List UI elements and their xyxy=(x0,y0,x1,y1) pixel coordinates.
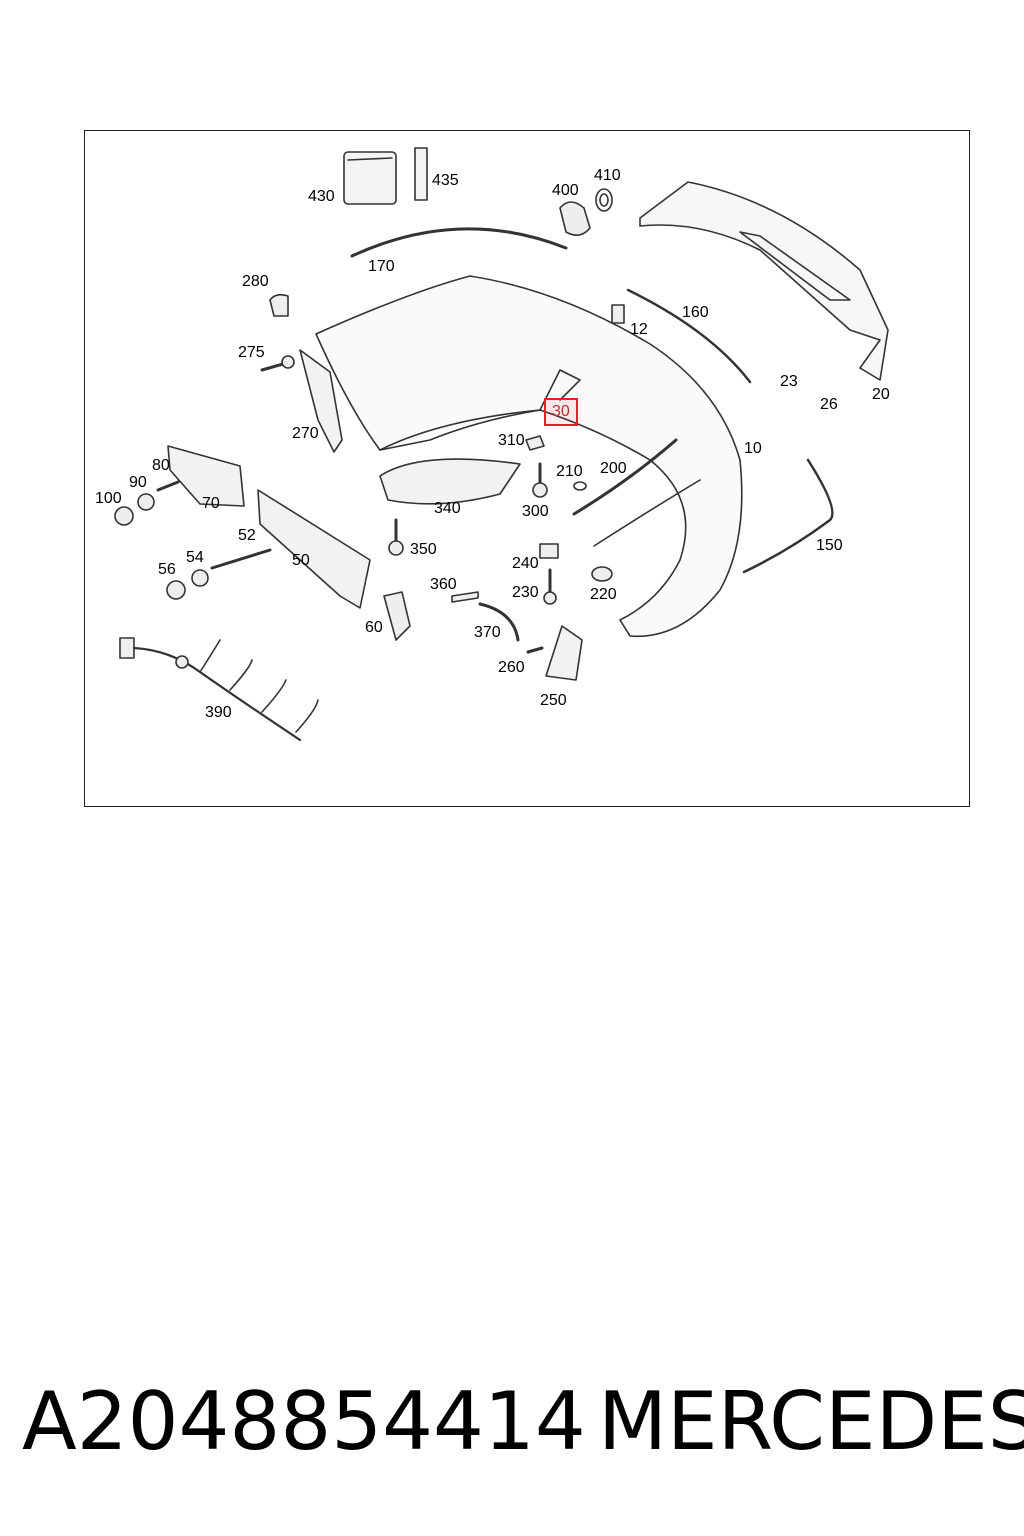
part-90-washer xyxy=(137,493,155,511)
part-270-bracket xyxy=(299,349,343,453)
part-56-nut xyxy=(166,580,186,600)
callout-400: 400 xyxy=(552,182,579,199)
callout-80: 80 xyxy=(152,457,170,474)
highlighted-callout-label: 30 xyxy=(552,403,570,420)
part-280-clip xyxy=(269,293,289,317)
callout-390: 390 xyxy=(205,704,232,721)
callout-52: 52 xyxy=(238,527,256,544)
callout-20: 20 xyxy=(872,386,890,403)
callout-280: 280 xyxy=(242,273,269,290)
callout-26: 26 xyxy=(820,396,838,413)
callout-160: 160 xyxy=(682,304,709,321)
part-160-trim xyxy=(626,288,752,384)
part-10-bumper-cover xyxy=(315,275,743,638)
part-50-impact-bar xyxy=(257,489,371,609)
part-number: A2048854414 xyxy=(22,1375,586,1468)
callout-275: 275 xyxy=(238,344,265,361)
part-70-bracket xyxy=(167,445,245,507)
callout-23: 23 xyxy=(780,373,798,390)
part-200-strip xyxy=(572,438,678,516)
part-435-bracket xyxy=(414,147,428,201)
callout-270: 270 xyxy=(292,425,319,442)
callout-360: 360 xyxy=(430,576,457,593)
part-240-clip xyxy=(539,543,559,559)
highlighted-callout-30[interactable]: 30 xyxy=(544,398,578,426)
callout-200: 200 xyxy=(600,460,627,477)
part-170-trim-strip xyxy=(350,227,568,258)
part-340-undertray xyxy=(379,458,521,505)
part-12-clip xyxy=(611,304,625,324)
callout-100: 100 xyxy=(95,490,122,507)
callout-56: 56 xyxy=(158,561,176,578)
part-430-control-unit xyxy=(343,151,397,205)
part-60-bracket xyxy=(383,591,411,641)
part-100-nut xyxy=(114,506,134,526)
callout-12: 12 xyxy=(630,321,648,338)
diagram-frame xyxy=(84,130,970,807)
part-20-diffuser xyxy=(639,181,889,381)
part-390-wiring-harness xyxy=(119,637,319,742)
callout-240: 240 xyxy=(512,555,539,572)
part-220-grommet xyxy=(591,566,613,582)
callout-90: 90 xyxy=(129,474,147,491)
part-210-washer xyxy=(573,481,587,491)
callout-54: 54 xyxy=(186,549,204,566)
part-250-flap xyxy=(545,625,583,681)
callout-300: 300 xyxy=(522,503,549,520)
callout-230: 230 xyxy=(512,584,539,601)
callout-370: 370 xyxy=(474,624,501,641)
part-360-pad xyxy=(451,591,479,603)
callout-10: 10 xyxy=(744,440,762,457)
callout-340: 340 xyxy=(434,500,461,517)
part-80-stud xyxy=(156,480,180,492)
callout-430: 430 xyxy=(308,188,335,205)
callout-170: 170 xyxy=(368,258,395,275)
callout-310: 310 xyxy=(498,432,525,449)
part-52-bolt xyxy=(210,548,272,570)
brand-name: MERCEDES xyxy=(598,1375,1024,1468)
callout-220: 220 xyxy=(590,586,617,603)
callout-250: 250 xyxy=(540,692,567,709)
callout-150: 150 xyxy=(816,537,843,554)
callout-260: 260 xyxy=(498,659,525,676)
part-275-bolt xyxy=(260,355,295,372)
callout-50: 50 xyxy=(292,552,310,569)
part-260-rivet xyxy=(526,646,544,654)
part-370-trim xyxy=(478,602,520,642)
callout-435: 435 xyxy=(432,172,459,189)
part-54-washer xyxy=(191,569,209,587)
callout-350: 350 xyxy=(410,541,437,558)
part-150-trim xyxy=(742,458,834,574)
part-350-screw xyxy=(388,518,404,556)
callout-60: 60 xyxy=(365,619,383,636)
part-410-ring xyxy=(595,188,613,212)
part-400-sensor xyxy=(559,201,591,236)
callout-70: 70 xyxy=(202,495,220,512)
part-230-screw xyxy=(543,568,557,605)
part-300-screw xyxy=(532,462,548,498)
callout-210: 210 xyxy=(556,463,583,480)
part-310-clip xyxy=(525,435,545,451)
callout-410: 410 xyxy=(594,167,621,184)
